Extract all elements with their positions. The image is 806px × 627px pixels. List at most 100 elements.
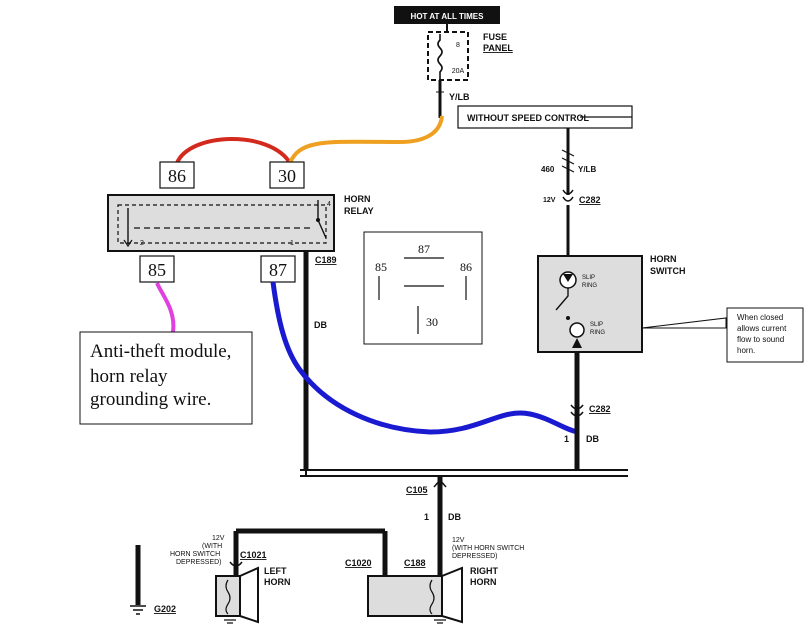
pin-87-label: 87 — [269, 260, 287, 280]
callout-line-2: allows current — [737, 324, 787, 333]
left-note-4: DEPRESSED) — [176, 559, 222, 566]
c282-top-connector-2 — [562, 196, 574, 202]
left-horn-label-2: HORN — [264, 577, 291, 587]
wire-y-lb-2-label: Y/LB — [578, 165, 596, 174]
c1020-label: C1020 — [345, 558, 372, 568]
right-note-3: DEPRESSED) — [452, 553, 498, 560]
fuse-rating: 20A — [452, 68, 465, 75]
c189-label: C189 — [315, 255, 337, 265]
c282-bottom-connector-2 — [570, 411, 584, 417]
pin-86-box — [159, 161, 195, 189]
anti-theft-box — [79, 331, 253, 425]
hot-label: HOT AT ALL TIMES — [411, 12, 485, 21]
horn-relay-label-1: HORN — [344, 194, 371, 204]
c188-label: C188 — [404, 558, 426, 568]
slip-ring-1-b: RING — [582, 283, 597, 289]
left-horn-bell — [239, 566, 259, 624]
slip-ring-2-arrow — [572, 338, 582, 348]
g202-ground-symbol — [130, 605, 146, 615]
relay-inner-2: 2 — [140, 240, 144, 247]
right-note-1: 12V — [452, 537, 465, 544]
anti-theft-line-2: horn relay — [90, 366, 168, 387]
left-note-3: HORN SWITCH — [170, 551, 220, 558]
fuse-symbol — [437, 34, 443, 80]
horn-switch-label-1: HORN — [650, 254, 677, 264]
slip-ring-1-arrow — [563, 274, 573, 282]
right-horn-ground — [434, 619, 446, 624]
relay-inner-4: 4 — [327, 201, 331, 208]
pinout-87: 87 — [418, 242, 430, 256]
pin-86-label: 86 — [168, 166, 186, 186]
left-horn-body — [215, 575, 241, 617]
right-horn-bell — [441, 566, 463, 624]
relay-inner-1: 1 — [290, 240, 294, 247]
left-horn-coil — [225, 579, 231, 615]
magenta-ground-wire — [155, 282, 176, 333]
fuse-number: 8 — [456, 42, 460, 49]
pin-87-box — [260, 255, 296, 283]
orange-feed-wire — [288, 115, 444, 164]
pin-85-box — [139, 255, 175, 283]
right-horn-label-2: HORN — [470, 577, 497, 587]
db-switch-label: DB — [586, 434, 599, 444]
callout-line-3: flow to sound — [737, 335, 784, 344]
relay-coil-arrow — [123, 239, 133, 248]
hot-label-box — [394, 6, 500, 24]
left-note-1: 12V — [212, 535, 225, 542]
switch-contact-dot — [566, 316, 570, 320]
speed-control-label: WITHOUT SPEED CONTROL — [467, 113, 589, 123]
pinout-86: 86 — [460, 260, 472, 274]
anti-theft-line-1: Anti-theft module, — [90, 341, 231, 362]
slip-ring-2 — [569, 322, 585, 338]
pinout-85: 85 — [375, 260, 387, 274]
right-horn-coil — [429, 579, 435, 615]
horn-relay-inner — [117, 204, 327, 244]
c1021-label: C1021 — [240, 550, 267, 560]
left-note-2: (WITH — [202, 543, 222, 550]
fuse-panel-box — [427, 31, 469, 81]
fuse-panel-label-1: FUSE — [483, 32, 507, 42]
db-switch-num: 1 — [564, 434, 569, 444]
c105-label: C105 — [406, 485, 428, 495]
right-horn-label-1: RIGHT — [470, 566, 499, 576]
g202-label: G202 — [154, 604, 176, 614]
c282-bottom-label: C282 — [589, 404, 611, 414]
red-jumper-wire — [175, 137, 292, 165]
db-c105-label: DB — [448, 512, 461, 522]
pin-30-box — [269, 161, 305, 189]
callout-line-4: horn. — [737, 346, 755, 355]
anti-theft-line-3: grounding wire. — [90, 389, 211, 410]
relay-contact-dot — [316, 218, 320, 222]
slip-ring-2-b: RING — [590, 330, 605, 336]
callout-box — [726, 307, 804, 363]
wire-break-marks — [561, 149, 575, 173]
c282-bottom-connector — [570, 404, 584, 410]
fuse-panel-label-2: PANEL — [483, 43, 513, 53]
c282-top-label: C282 — [579, 195, 601, 205]
switch-contact — [555, 288, 569, 311]
slip-ring-1-a: SLIP — [582, 275, 595, 281]
horn-relay-body — [107, 194, 335, 252]
relay-pinout-box — [363, 231, 483, 345]
pinout-30: 30 — [426, 315, 438, 329]
blue-87-wire — [270, 281, 579, 435]
slip-ring-2-a: SLIP — [590, 322, 603, 328]
db-relay-label: DB — [314, 320, 327, 330]
c105-connector — [433, 478, 447, 488]
horn-relay-label-2: RELAY — [344, 206, 374, 216]
horn-switch-body — [537, 255, 643, 353]
wire-460-label: 460 — [541, 165, 555, 174]
callout-line-1: When closed — [737, 313, 783, 322]
switch-voltage: 12V — [543, 197, 556, 204]
left-horn-label-1: LEFT — [264, 566, 287, 576]
left-horn-ground — [224, 619, 236, 624]
callout-pointer — [641, 317, 727, 329]
c1021-connector — [229, 561, 243, 567]
pin-30-label: 30 — [278, 166, 296, 186]
db-c105-num: 1 — [424, 512, 429, 522]
right-note-2: (WITH HORN SWITCH — [452, 545, 524, 552]
wire-y-lb-label: Y/LB — [449, 92, 470, 102]
pin-85-label: 85 — [148, 260, 166, 280]
